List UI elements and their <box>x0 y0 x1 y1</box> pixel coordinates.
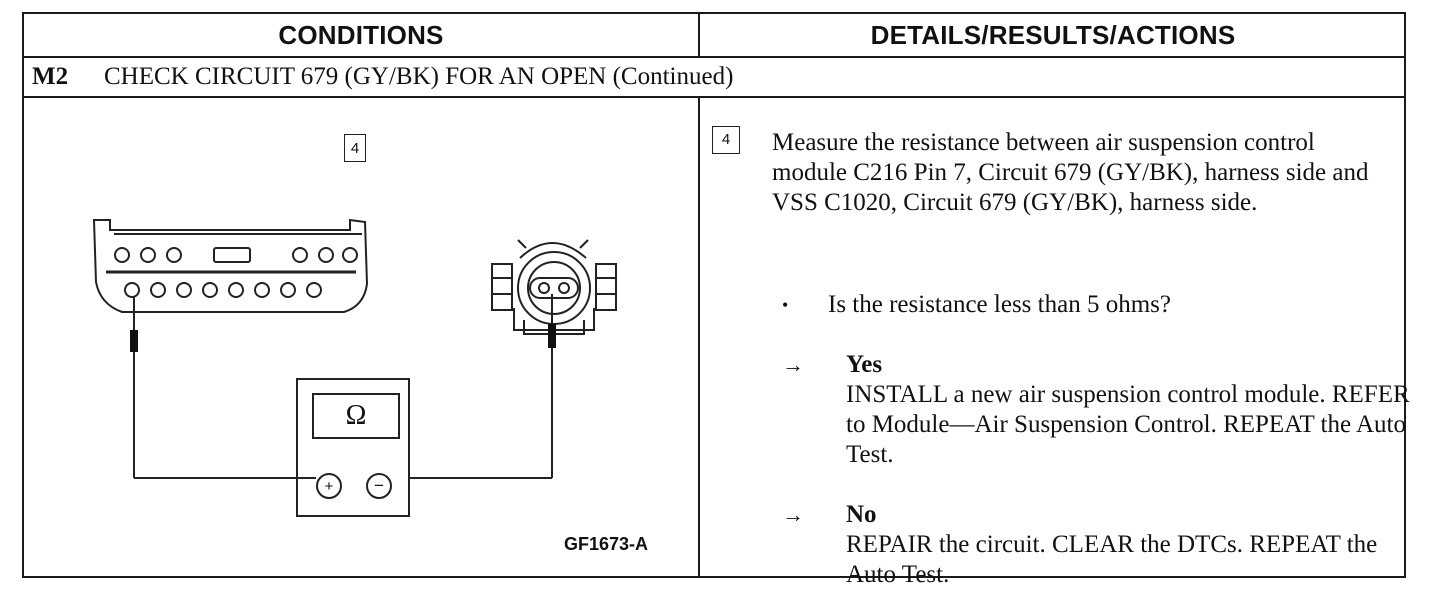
bullet-icon: • <box>782 295 789 315</box>
step-divider <box>24 96 1404 98</box>
answer-no: → No REPAIR the circuit. CLEAR the DTCs.… <box>782 500 1416 590</box>
details-column: 4 Measure the resistance between air sus… <box>700 98 1410 588</box>
figure-id: GF1673-A <box>564 534 649 554</box>
answer-yes: → Yes INSTALL a new air suspension contr… <box>782 350 1416 470</box>
probe-right <box>410 294 556 479</box>
arrow-icon: → <box>782 352 804 377</box>
ohm-symbol: Ω <box>345 400 367 431</box>
body-column-divider <box>698 98 700 578</box>
details-header: DETAILS/RESULTS/ACTIONS <box>870 19 1236 50</box>
details-step-box: 4 <box>712 126 740 154</box>
ohmmeter <box>296 378 410 517</box>
wiring-diagram: 4 <box>24 98 698 578</box>
answer-yes-text: INSTALL a new air suspension control mod… <box>846 381 1410 468</box>
procedure-table: CONDITIONS DETAILS/RESULTS/ACTIONS M2 CH… <box>22 12 1410 588</box>
conditions-header: CONDITIONS <box>278 19 444 50</box>
question-row: • Is the resistance less than 5 ohms? <box>782 290 1171 320</box>
answer-no-text: REPAIR the circuit. CLEAR the DTCs. REPE… <box>846 531 1378 588</box>
instruction-text: Measure the resistance between air suspe… <box>772 129 1369 216</box>
plus-terminal-label: + <box>324 477 334 495</box>
answer-no-label: No <box>846 501 877 528</box>
step-id: M2 <box>32 63 69 90</box>
answer-yes-label: Yes <box>846 351 883 378</box>
diagram-step-box: 4 <box>344 134 366 162</box>
vss-connector-c1020 <box>491 239 617 335</box>
header-divider <box>24 56 1404 58</box>
probe-left <box>130 297 316 479</box>
column-divider <box>698 14 700 56</box>
step-title-row: M2 CHECK CIRCUIT 679 (GY/BK) FOR AN OPEN… <box>24 58 1404 96</box>
question-text: Is the resistance less than 5 ohms? <box>828 291 1171 318</box>
module-connector-c216 <box>92 218 369 313</box>
arrow-icon: → <box>782 502 804 527</box>
diagram-drawing <box>92 218 617 517</box>
step-title: CHECK CIRCUIT 679 (GY/BK) FOR AN OPEN (C… <box>104 63 734 90</box>
minus-terminal-label: − <box>374 476 384 495</box>
